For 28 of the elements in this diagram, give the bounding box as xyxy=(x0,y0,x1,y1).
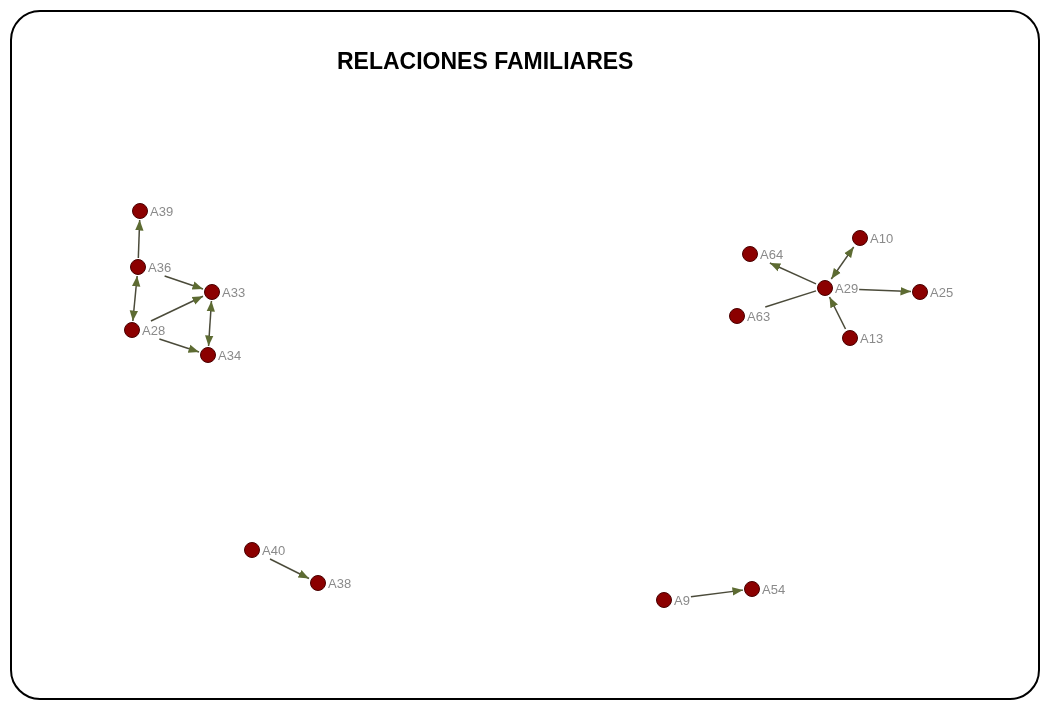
arrow xyxy=(269,558,310,580)
node-label: A29 xyxy=(835,281,859,295)
arrow xyxy=(205,300,215,347)
arrow xyxy=(135,219,144,259)
node-label: A36 xyxy=(148,260,172,274)
node-label: A39 xyxy=(150,204,174,218)
node-label: A54 xyxy=(762,582,786,596)
node-label: A28 xyxy=(142,323,166,337)
node-label: A63 xyxy=(747,309,771,323)
arrow xyxy=(129,275,141,322)
arrow xyxy=(150,295,204,322)
title: RELACIONES FAMILIARES xyxy=(337,47,634,76)
arrow xyxy=(828,296,847,330)
arrow xyxy=(163,275,204,290)
node-label: A34 xyxy=(218,348,242,362)
node-label: A10 xyxy=(870,231,894,245)
node-label: A64 xyxy=(760,247,784,261)
arrow xyxy=(858,287,912,296)
arrow xyxy=(158,338,200,353)
arrow xyxy=(769,262,817,285)
node-label: A38 xyxy=(328,576,352,590)
node-label: A13 xyxy=(860,331,884,345)
node-label: A33 xyxy=(222,285,246,299)
node-label: A40 xyxy=(262,543,286,557)
arrow xyxy=(830,246,855,280)
node-label: A9 xyxy=(674,593,690,607)
arrow xyxy=(690,587,744,598)
node-label: A25 xyxy=(930,285,954,299)
